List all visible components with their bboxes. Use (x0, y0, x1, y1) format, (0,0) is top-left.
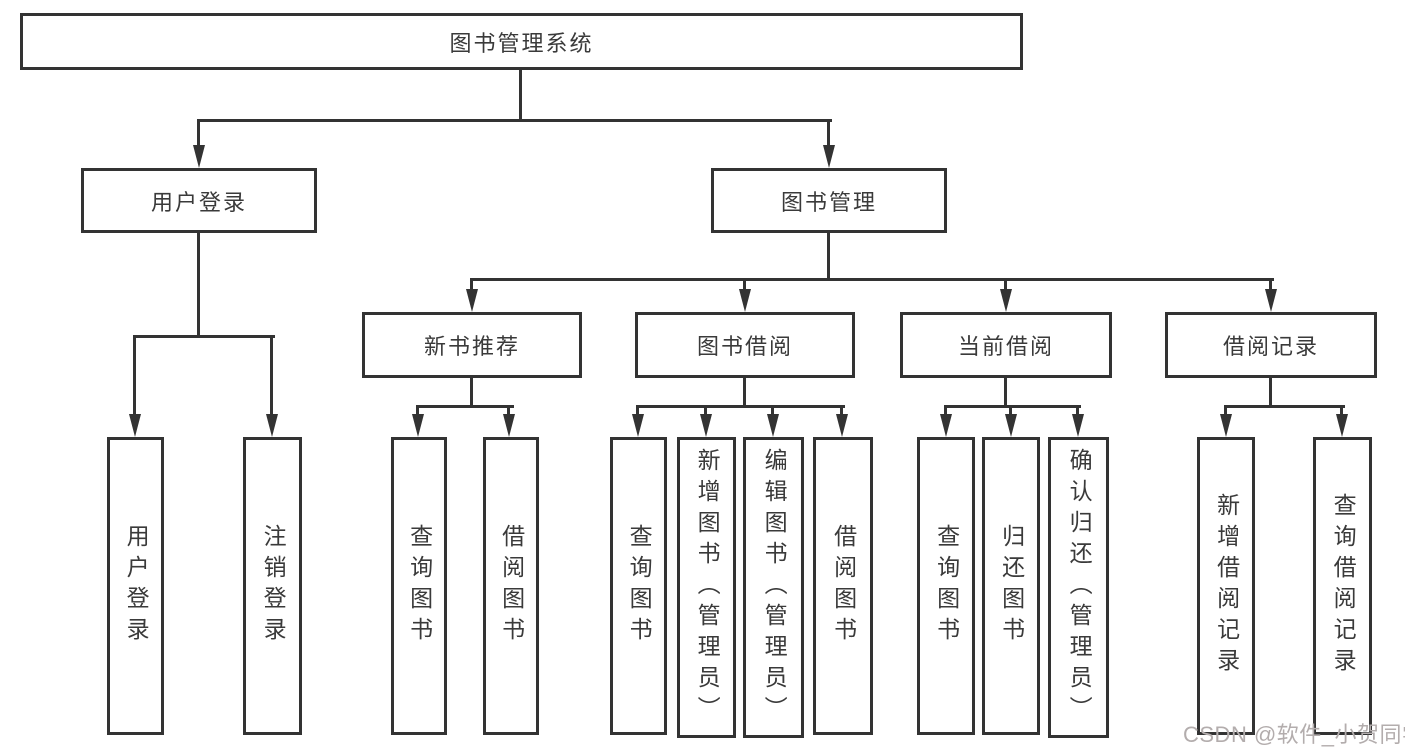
node-user-login: 用户登录 (81, 168, 317, 233)
connector-stub-leaf (636, 405, 639, 416)
leaf-label: 查询借阅记录 (1330, 493, 1357, 679)
connector-bus (1224, 405, 1345, 408)
arrow-down-icon (1000, 289, 1012, 312)
leaf-edit-books-admin: 编辑图书（管理员） (743, 437, 804, 738)
leaf-query-books-3: 查询图书 (917, 437, 975, 735)
arrow-down-icon (503, 414, 515, 437)
connector-stub-current-borrow (1004, 278, 1007, 291)
connector-userlogin-bus (133, 335, 275, 338)
leaf-return-books: 归还图书 (982, 437, 1040, 735)
arrow-down-icon (1005, 414, 1017, 437)
node-label: 图书管理系统 (449, 30, 594, 56)
connector-stub-leaf (944, 405, 947, 416)
connector-stub-leaf (1009, 405, 1012, 416)
connector-stub-leaf (1340, 405, 1343, 416)
connector-bus (636, 405, 845, 408)
leaf-label: 借阅图书 (830, 524, 857, 648)
leaf-label: 新增图书（管理员） (694, 448, 721, 727)
arrow-down-icon (412, 414, 424, 437)
connector-stub-new-book (470, 278, 473, 291)
leaf-label: 确认归还（管理员） (1066, 448, 1093, 727)
connector-stem (1269, 378, 1272, 407)
arrow-down-icon (700, 414, 712, 437)
arrow-down-icon (823, 145, 835, 168)
connector-root-bus (197, 119, 832, 122)
connector-stub-leaf (840, 405, 843, 416)
leaf-label: 归还图书 (998, 524, 1025, 648)
connector-stub-leaf (270, 335, 273, 417)
connector-root-stem (519, 70, 522, 120)
arrow-down-icon (1072, 414, 1084, 437)
leaf-borrow-books-2: 借阅图书 (813, 437, 873, 735)
node-borrowing-records: 借阅记录 (1165, 312, 1377, 378)
node-new-book-recommendation: 新书推荐 (362, 312, 582, 378)
node-label: 图书借阅 (696, 334, 793, 359)
connector-bus (944, 405, 1081, 408)
node-label: 当前借阅 (957, 334, 1054, 359)
leaf-label: 用户登录 (123, 524, 150, 648)
connector-stub-book-borrow (743, 278, 746, 291)
node-label: 借阅记录 (1222, 334, 1319, 359)
arrow-down-icon (266, 414, 278, 437)
arrow-down-icon (193, 145, 205, 168)
arrow-down-icon (632, 414, 644, 437)
leaf-borrow-books-1: 借阅图书 (483, 437, 539, 735)
connector-stub-leaf (416, 405, 419, 416)
leaf-query-books-2: 查询图书 (610, 437, 667, 735)
arrow-down-icon (739, 289, 751, 312)
arrow-down-icon (1265, 289, 1277, 312)
arrow-down-icon (836, 414, 848, 437)
connector-bookmgmt-bus (470, 278, 1274, 281)
leaf-label: 注销登录 (260, 524, 287, 648)
leaf-label: 查询图书 (626, 524, 653, 648)
connector-stub-leaf (704, 405, 707, 416)
arrow-down-icon (940, 414, 952, 437)
leaf-logout: 注销登录 (243, 437, 302, 735)
connector-bus (416, 405, 514, 408)
leaf-label: 新增借阅记录 (1213, 493, 1240, 679)
node-label: 图书管理 (780, 189, 877, 215)
connector-stem (1004, 378, 1007, 407)
node-label: 新书推荐 (423, 334, 520, 359)
node-book-borrowing: 图书借阅 (635, 312, 855, 378)
arrow-down-icon (466, 289, 478, 312)
leaf-add-books-admin: 新增图书（管理员） (677, 437, 736, 738)
leaf-query-borrow-record: 查询借阅记录 (1313, 437, 1372, 735)
node-library-management-system: 图书管理系统 (20, 13, 1023, 70)
connector-stub-leaf (1224, 405, 1227, 416)
leaf-label: 查询图书 (406, 524, 433, 648)
connector-stem (470, 378, 473, 407)
node-current-borrowing: 当前借阅 (900, 312, 1112, 378)
connector-stub-book-management (827, 119, 830, 148)
node-book-management: 图书管理 (711, 168, 947, 233)
node-label: 用户登录 (150, 189, 247, 215)
leaf-label: 查询图书 (933, 524, 960, 648)
arrow-down-icon (1336, 414, 1348, 437)
leaf-query-books-1: 查询图书 (391, 437, 447, 735)
connector-userlogin-stem (197, 233, 200, 337)
leaf-user-login: 用户登录 (107, 437, 164, 735)
arrow-down-icon (767, 414, 779, 437)
connector-stub-user-login (197, 119, 200, 148)
connector-stub-leaf (133, 335, 136, 417)
csdn-watermark: CSDN @软件_小贺同学 (1183, 722, 1405, 747)
leaf-label: 借阅图书 (498, 524, 525, 648)
leaf-add-borrow-record: 新增借阅记录 (1197, 437, 1255, 735)
arrow-down-icon (129, 414, 141, 437)
connector-stub-borrow-records (1269, 278, 1272, 291)
leaf-confirm-return-admin: 确认归还（管理员） (1048, 437, 1109, 738)
connector-bookmgmt-stem (827, 233, 830, 280)
connector-stub-leaf (507, 405, 510, 416)
connector-stub-leaf (771, 405, 774, 416)
connector-stub-leaf (1076, 405, 1079, 416)
connector-stem (743, 378, 746, 407)
leaf-label: 编辑图书（管理员） (761, 448, 788, 727)
arrow-down-icon (1220, 414, 1232, 437)
